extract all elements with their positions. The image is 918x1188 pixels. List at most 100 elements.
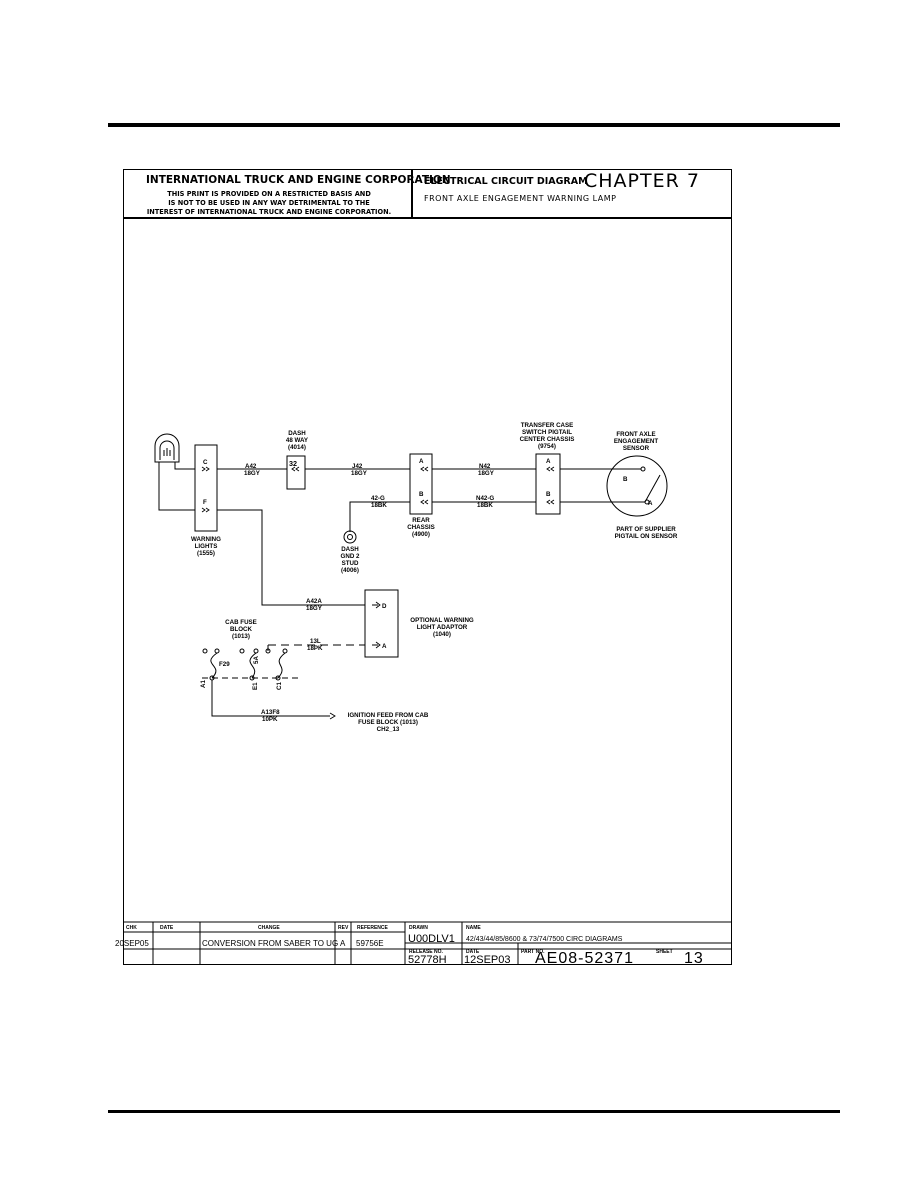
tb-chk-value: 20SEP05: [115, 939, 149, 948]
sensor-pin-a: A: [648, 500, 653, 507]
sensor-note-1: PART OF SUPPLIER: [616, 526, 676, 533]
gnd-label-2: GND 2: [341, 553, 360, 560]
diagram-type: ELECTRICAL CIRCUIT DIAGRAM: [424, 176, 588, 187]
rear-chassis-label-2: CHASSIS: [407, 524, 435, 531]
fuse-pin-a1: A1: [200, 680, 207, 688]
wire-j42-gauge: 18GY: [351, 470, 368, 477]
dash-label-2: 48 WAY: [286, 437, 309, 444]
top-rule: [108, 123, 840, 127]
wire-13-id: 13L: [310, 638, 321, 645]
wire-n42-gauge: 18GY: [478, 470, 495, 477]
wire-13-gauge: 18PK: [307, 645, 323, 652]
transfer-case-connector: [535, 453, 561, 515]
transfer-label-2: SWITCH PIGTAIL: [522, 429, 572, 436]
adaptor-label-1: OPTIONAL WARNING: [410, 617, 474, 624]
restriction-line-1: THIS PRINT IS PROVIDED ON A RESTRICTED B…: [167, 190, 371, 198]
tb-chk-header: CHK: [126, 925, 137, 931]
tb-sheet-value: 13: [684, 950, 704, 967]
ground-stud-icon: [343, 530, 357, 544]
bottom-rule: [108, 1110, 840, 1113]
wire-a42-id: A42: [245, 463, 257, 470]
cab-fuse-label-2: BLOCK: [230, 626, 253, 633]
pin-d-adaptor: D: [382, 603, 387, 610]
dash-pin-32: 32: [289, 459, 297, 468]
fuse-rating: 5A: [253, 656, 260, 664]
dash-label-1: DASH: [288, 430, 306, 437]
tb-drawn-header: DRAWN: [409, 925, 428, 931]
wire-a13-gauge: 10PK: [262, 716, 278, 723]
fuse-pin-c1: C1: [276, 682, 283, 690]
tb-part-header: PART NO.: [521, 949, 545, 955]
warning-lights-label-3: (1555): [197, 550, 215, 557]
header-divider: [411, 170, 413, 217]
wire-n42g-gauge: 18BK: [477, 502, 493, 509]
adaptor-label-3: (1040): [433, 631, 451, 638]
drawing-sheet: INTERNATIONAL TRUCK AND ENGINE CORPORATI…: [123, 169, 732, 965]
cab-fuse-label-3: (1013): [232, 633, 250, 640]
tb-reference-header: REFERENCE: [357, 925, 389, 931]
sensor-note-2: PIGTAIL ON SENSOR: [615, 533, 678, 540]
ignition-label-2: FUSE BLOCK (1013): [358, 719, 418, 726]
chapter-label: CHAPTER 7: [584, 170, 700, 192]
gnd-label-3: STUD: [342, 560, 359, 567]
title-block: [123, 921, 731, 965]
tb-reference-value: 59756E: [356, 939, 384, 948]
ignition-label-1: IGNITION FEED FROM CAB: [348, 712, 429, 719]
transfer-label-3: CENTER CHASSIS: [520, 436, 575, 443]
fuse-pin-e1: E1: [252, 682, 259, 690]
warning-lights-block: [194, 444, 218, 532]
wire-n42-id: N42: [479, 463, 491, 470]
wire-a42a-gauge: 18GY: [306, 605, 323, 612]
transfer-label-1: TRANSFER CASE: [521, 422, 574, 429]
header-rule: [124, 217, 731, 219]
circuit-title: FRONT AXLE ENGAGEMENT WARNING LAMP: [424, 194, 617, 203]
optional-adaptor-block: [364, 589, 399, 658]
corporation-name: INTERNATIONAL TRUCK AND ENGINE CORPORATI…: [146, 174, 451, 186]
wire-a13-id: A13F8: [261, 709, 280, 716]
sensor-pin-b: B: [623, 476, 628, 483]
tb-name-header: NAME: [466, 925, 481, 931]
pin-c: C: [203, 459, 208, 466]
restriction-line-3: INTEREST OF INTERNATIONAL TRUCK AND ENGI…: [146, 208, 392, 216]
transfer-label-4: (9754): [538, 443, 556, 450]
tb-rev-value: A: [340, 939, 346, 948]
sensor-label-3: SENSOR: [623, 445, 650, 452]
sensor-label-1: FRONT AXLE: [616, 431, 655, 438]
rear-chassis-label-1: REAR: [412, 517, 430, 524]
pin-b-transfer: B: [546, 491, 551, 498]
rear-chassis-connector: [409, 453, 433, 515]
wire-a42a-id: A42A: [306, 598, 322, 605]
tb-change-value: CONVERSION FROM SABER TO UG: [202, 939, 338, 948]
fuse-id: F29: [219, 661, 230, 668]
wire-42g-gauge: 18BK: [371, 502, 387, 509]
pin-b-rear: B: [419, 491, 424, 498]
ignition-label-3: CH2_13: [377, 726, 400, 733]
tb-date-header: DATE: [160, 925, 174, 931]
tb-rev-header: REV: [338, 925, 349, 931]
adaptor-label-2: LIGHT ADAPTOR: [417, 624, 468, 631]
tb-name-value: 42/43/44/85/8600 & 73/74/7500 CIRC DIAGR…: [466, 936, 623, 943]
tb-drawn-value: U00DLV1: [408, 933, 455, 945]
tb-date-value: 12SEP03: [464, 954, 510, 966]
fuse-symbol: [202, 648, 302, 681]
tb-date2-header: DATE: [466, 949, 480, 955]
wire-j42-id: J42: [352, 463, 363, 470]
tb-release-header: RELEASE NO.: [409, 949, 444, 955]
warning-lights-label-2: LIGHTS: [195, 543, 218, 550]
pin-a-adaptor: A: [382, 643, 387, 650]
warning-lights-label-1: WARNING: [191, 536, 221, 543]
gnd-label-1: DASH: [341, 546, 359, 553]
dash-label-3: (4014): [288, 444, 306, 451]
pin-a-transfer: A: [546, 458, 551, 465]
gnd-label-4: (4006): [341, 567, 359, 574]
pin-f: F: [203, 499, 207, 506]
lamp-icon: [154, 433, 180, 463]
sensor-label-2: ENGAGEMENT: [614, 438, 659, 445]
tb-sheet-header: SHEET: [656, 949, 673, 955]
front-axle-sensor-icon: [606, 455, 668, 517]
tb-part-value: AE08-52371: [535, 950, 634, 967]
restriction-line-2: IS NOT TO BE USED IN ANY WAY DETRIMENTAL…: [168, 199, 370, 207]
rear-chassis-label-3: (4900): [412, 531, 430, 538]
dash-48way-connector: [286, 455, 306, 490]
